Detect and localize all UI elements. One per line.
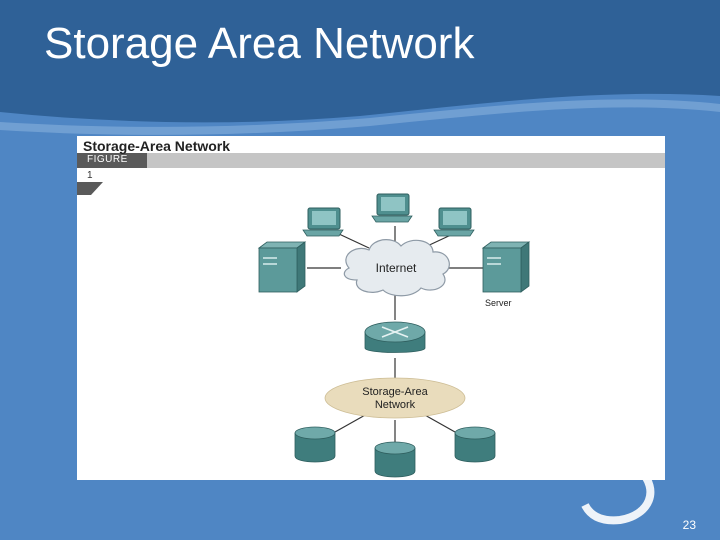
internet-label: Internet [376,261,417,275]
figure-panel: FIGURE Storage-Area Network 1 [77,136,665,480]
server-label: Server [485,298,512,308]
decorative-swoosh [581,467,655,525]
slide-title: Storage Area Network [44,19,475,68]
figure-number-tab [77,182,103,195]
link-san-disk-right [422,413,456,433]
workstation-icon-3 [433,207,475,237]
internet-cloud-icon [343,239,450,297]
workstation-icon-1 [302,207,344,237]
workstation-icon-2 [371,193,413,223]
san-ellipse [324,377,466,419]
storage-disk-icon-right [454,426,496,463]
figure-number: 1 [87,170,93,181]
figure-label-tab: FIGURE [77,153,147,168]
storage-disk-icon-center [374,441,416,478]
server-icon-right [481,241,531,293]
figure-header: FIGURE Storage-Area Network [77,136,665,170]
figure-label: FIGURE [87,154,128,165]
server-icon-left [257,241,307,293]
figure-header-title: Storage-Area Network [83,138,231,154]
link-san-disk-left [334,413,368,433]
storage-disk-icon-left [294,426,336,463]
figure-header-band [77,153,665,168]
san-label-line2: Network [375,399,416,411]
router-icon [364,321,426,353]
link-pc1-internet [338,233,370,249]
network-diagram: Server Internet Storage-Area Network [257,193,531,478]
page-number: 23 [682,518,696,532]
san-label-line1: Storage-Area [362,386,428,398]
